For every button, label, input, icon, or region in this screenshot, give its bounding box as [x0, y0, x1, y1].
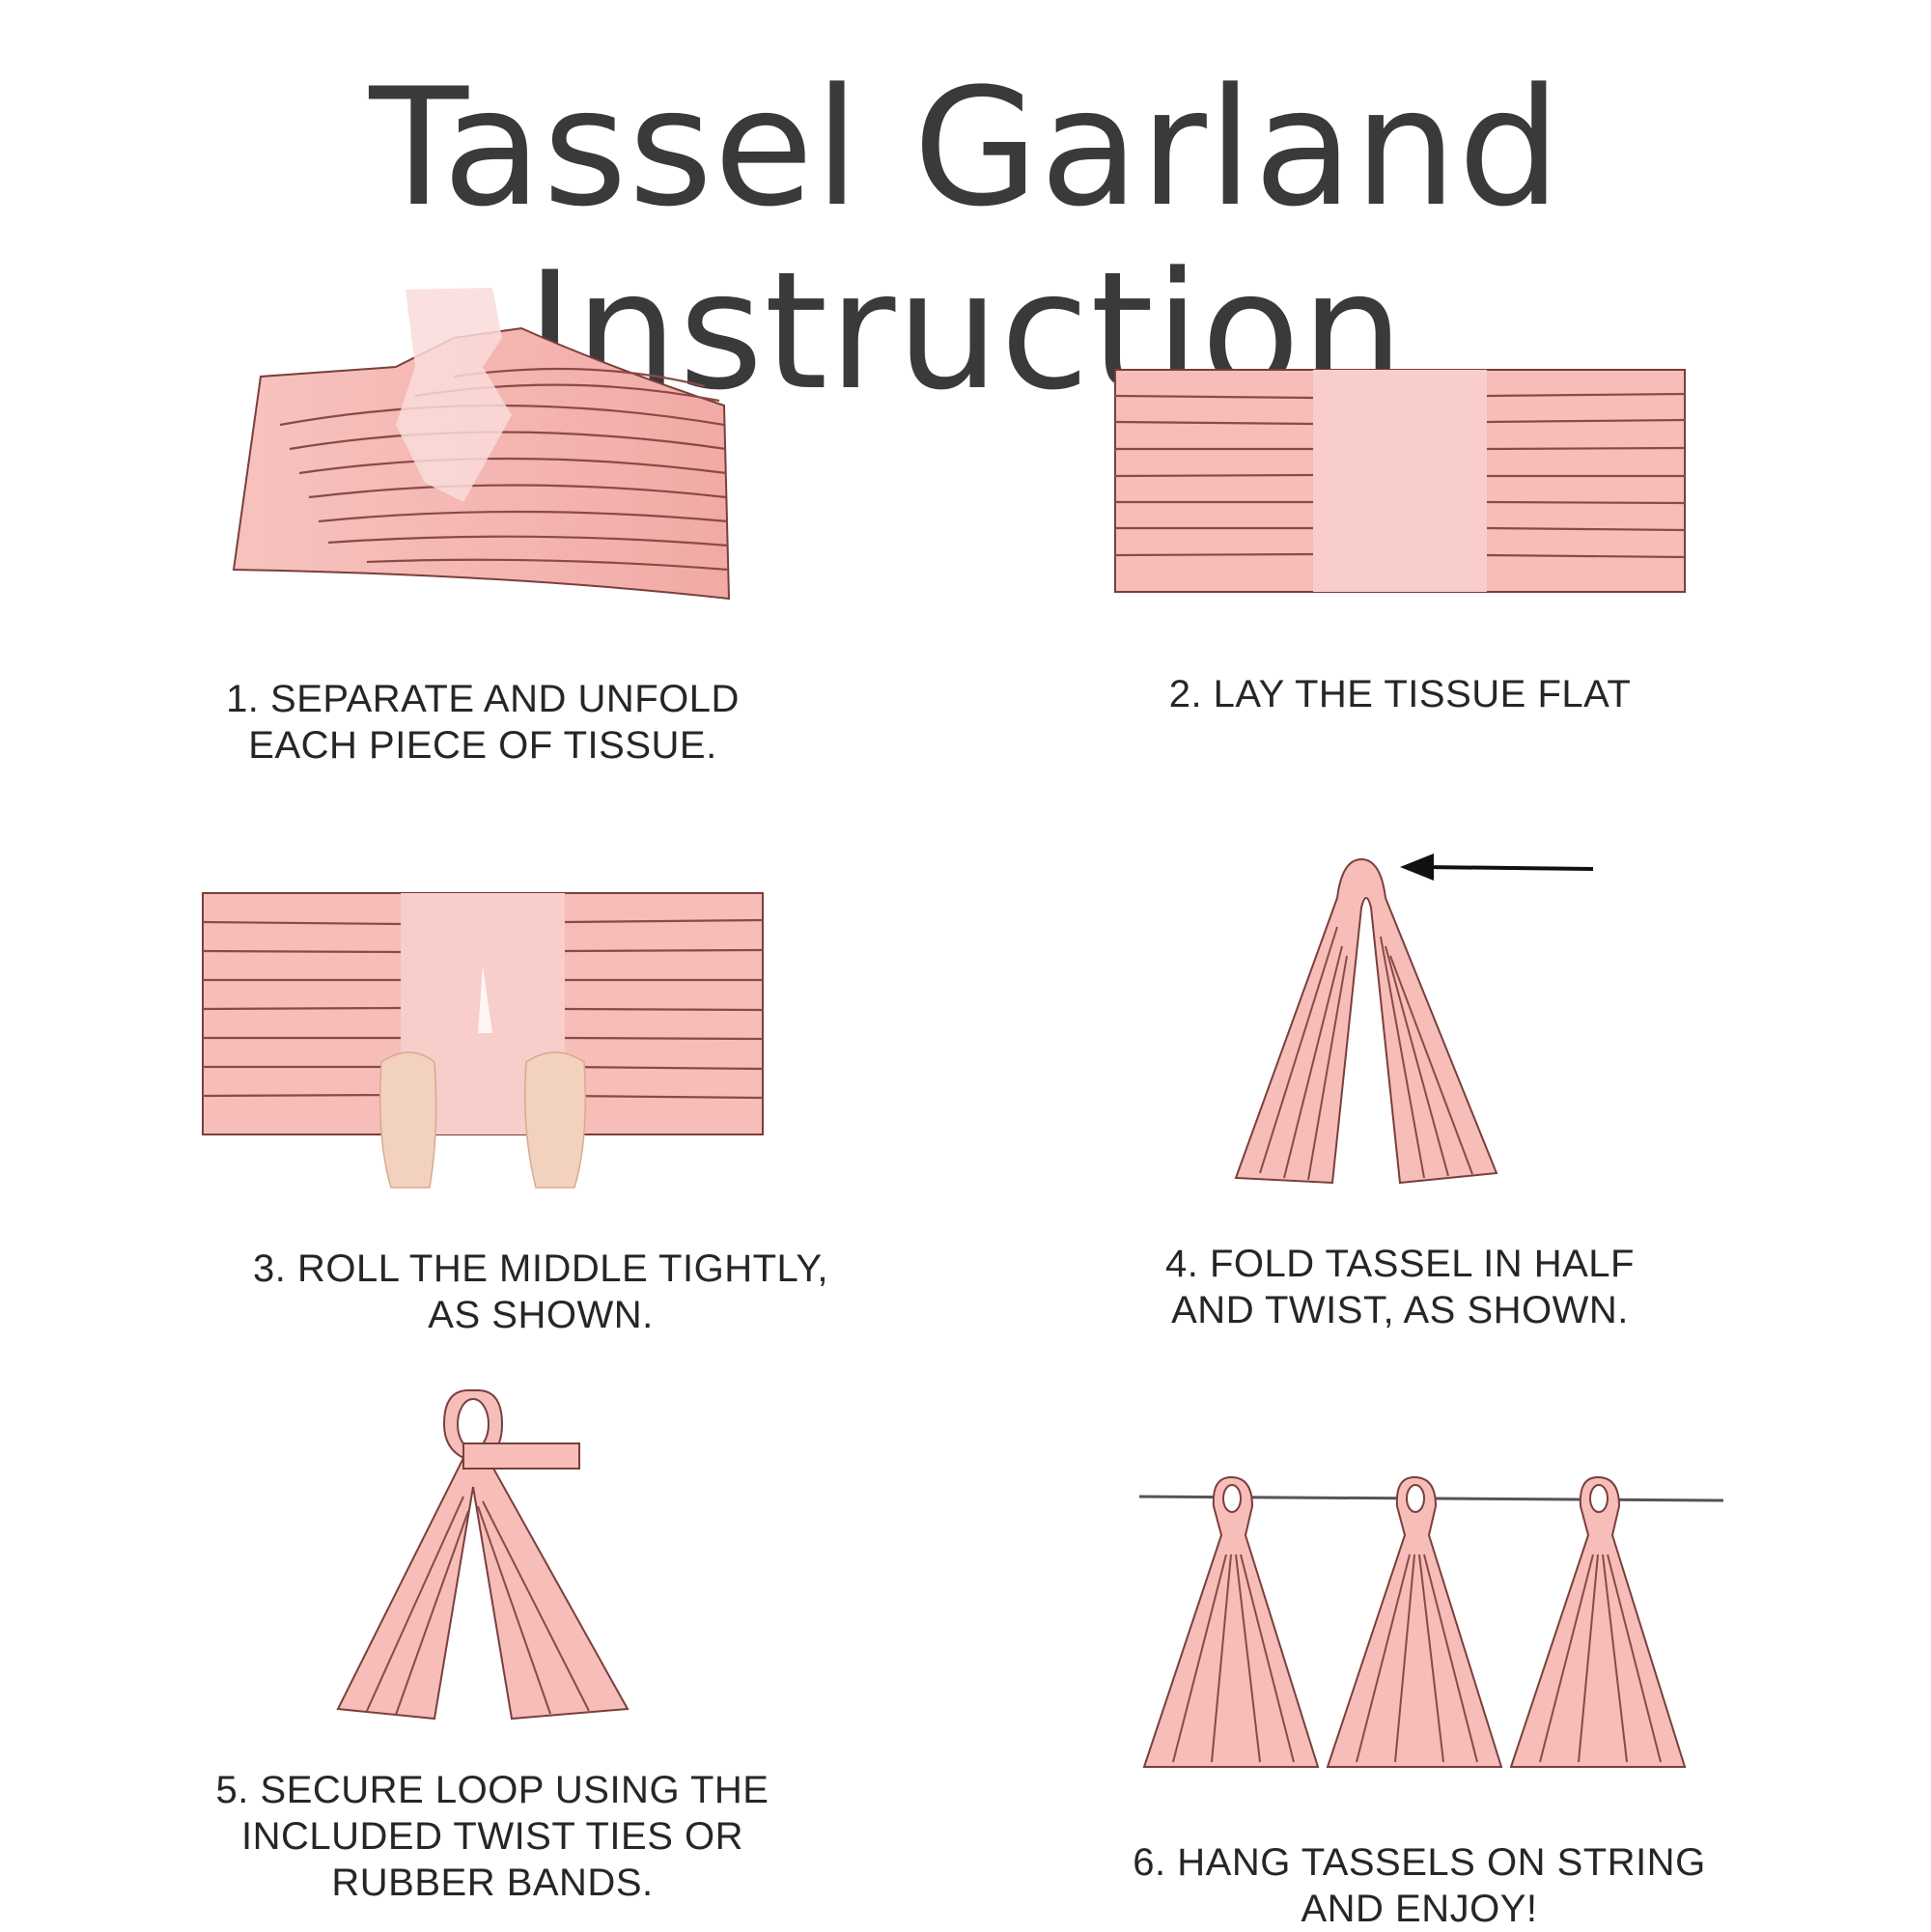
- unfolding-tissue-illustration: [222, 280, 743, 608]
- hanging-garland-illustration: [1134, 1468, 1733, 1786]
- rolling-tissue-illustration: [193, 888, 782, 1197]
- arrow-icon: [1400, 854, 1434, 881]
- folded-tassel-illustration: [1217, 840, 1622, 1197]
- secured-tassel-illustration: [309, 1381, 676, 1728]
- flat-tissue-illustration: [1110, 362, 1690, 603]
- step-2-caption: 2. LAY THE TISSUE FLAT: [1168, 673, 1632, 715]
- step-3-caption: 3. ROLL THE MIDDLE TIGHTLY,AS SHOWN.: [253, 1247, 828, 1336]
- page-title: Tassel Garland Instruction: [369, 53, 1562, 426]
